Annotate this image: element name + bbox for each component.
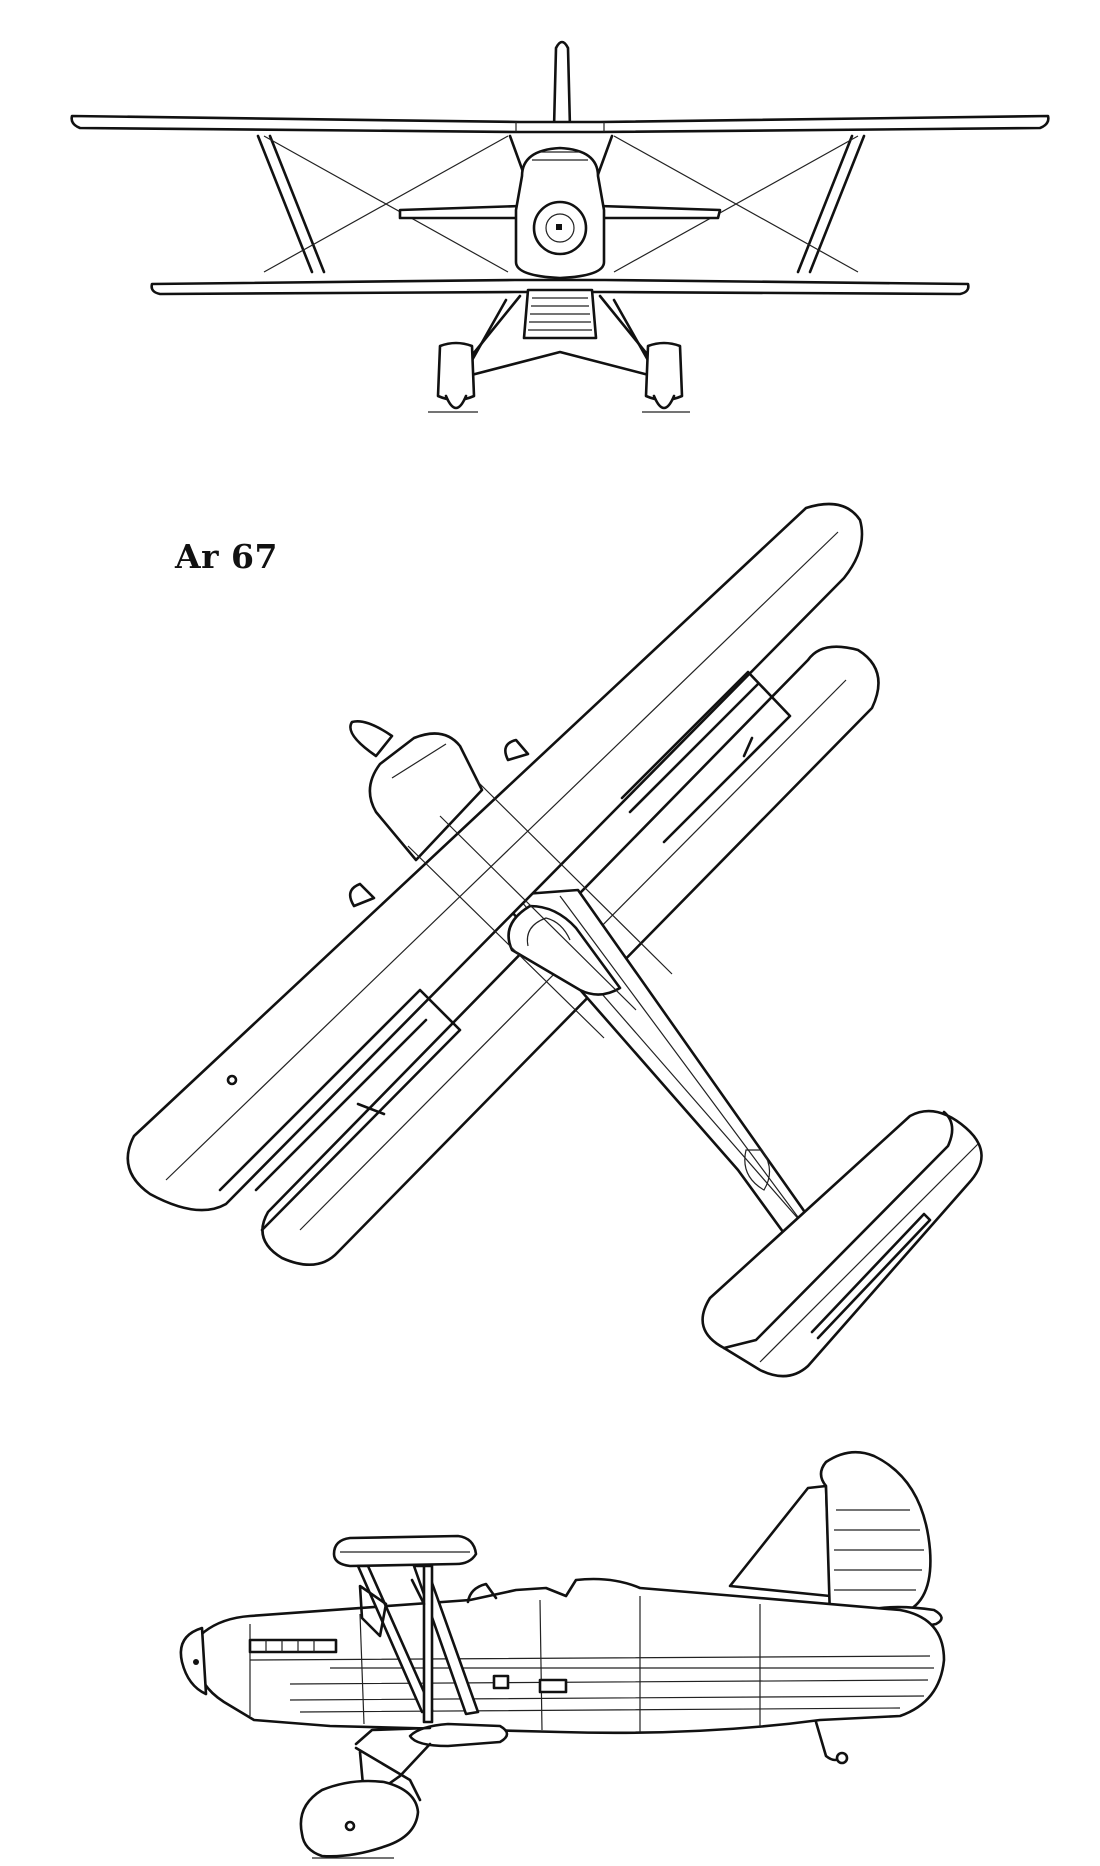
aircraft-designation: Ar 67 bbox=[175, 537, 278, 576]
side-view-fin bbox=[728, 1484, 832, 1598]
front-view-upper-wing bbox=[70, 114, 1050, 134]
front-view-fin bbox=[552, 40, 572, 130]
side-view-rudder bbox=[819, 1450, 932, 1620]
plan-view-cockpit bbox=[507, 904, 622, 996]
side-view-undercarriage bbox=[299, 1726, 432, 1859]
plan-view bbox=[126, 502, 983, 1378]
front-view-lower-wing bbox=[150, 278, 970, 296]
plan-view-upper-wing bbox=[126, 502, 864, 1212]
front-view-undercarriage bbox=[428, 294, 690, 413]
front-view bbox=[70, 40, 1050, 413]
side-view-exhaust bbox=[248, 1638, 338, 1654]
plan-view-aileron-right bbox=[620, 670, 792, 844]
plan-view-tailplane bbox=[701, 1109, 983, 1378]
plan-view-aileron-left bbox=[218, 988, 462, 1232]
side-view-wheel-fairing bbox=[299, 1779, 420, 1858]
side-view-upper-wing bbox=[332, 1534, 478, 1568]
side-view-struts bbox=[356, 1564, 480, 1724]
side-view bbox=[179, 1450, 946, 1859]
plan-view-engine-cowling bbox=[368, 732, 484, 862]
